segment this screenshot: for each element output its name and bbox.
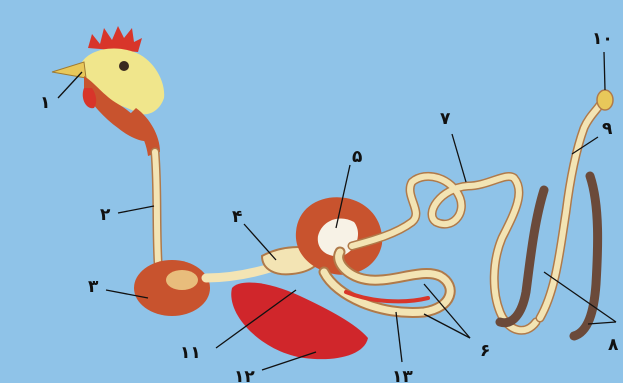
label-13: ۱۳ — [392, 367, 413, 383]
label-10: ۱۰ — [592, 29, 613, 49]
caecum-right — [574, 176, 598, 336]
caecum-left — [500, 190, 544, 323]
cloaca — [597, 90, 613, 110]
label-12: ۱۲ — [234, 367, 255, 383]
leader-13 — [396, 312, 402, 362]
leader-2 — [118, 206, 154, 213]
crop-to-proventriculus — [206, 268, 270, 278]
esophagus-inner — [155, 152, 158, 262]
label-9: ۹ — [602, 119, 613, 139]
label-7: ۷ — [440, 109, 451, 129]
leader-7 — [452, 134, 466, 182]
eye — [119, 61, 129, 71]
leader-1 — [58, 72, 82, 98]
leader-10 — [604, 52, 605, 90]
label-3: ۳ — [88, 277, 99, 297]
comb — [88, 26, 142, 52]
label-4: ۴ — [232, 207, 242, 227]
label-2: ۲ — [100, 205, 111, 225]
crop — [134, 260, 210, 316]
leader-12 — [262, 352, 316, 370]
leader-6b — [424, 314, 470, 338]
label-1: ۱ — [40, 93, 50, 113]
beak — [52, 62, 86, 78]
leader-4 — [244, 224, 276, 260]
leader-8a — [544, 272, 616, 322]
label-11: ۱۱ — [180, 343, 201, 363]
label-8: ۸ — [608, 335, 619, 355]
label-6: ۶ — [480, 341, 490, 361]
crop-highlight — [166, 270, 198, 290]
chicken-head — [52, 26, 164, 156]
label-5: ۵ — [352, 147, 362, 167]
